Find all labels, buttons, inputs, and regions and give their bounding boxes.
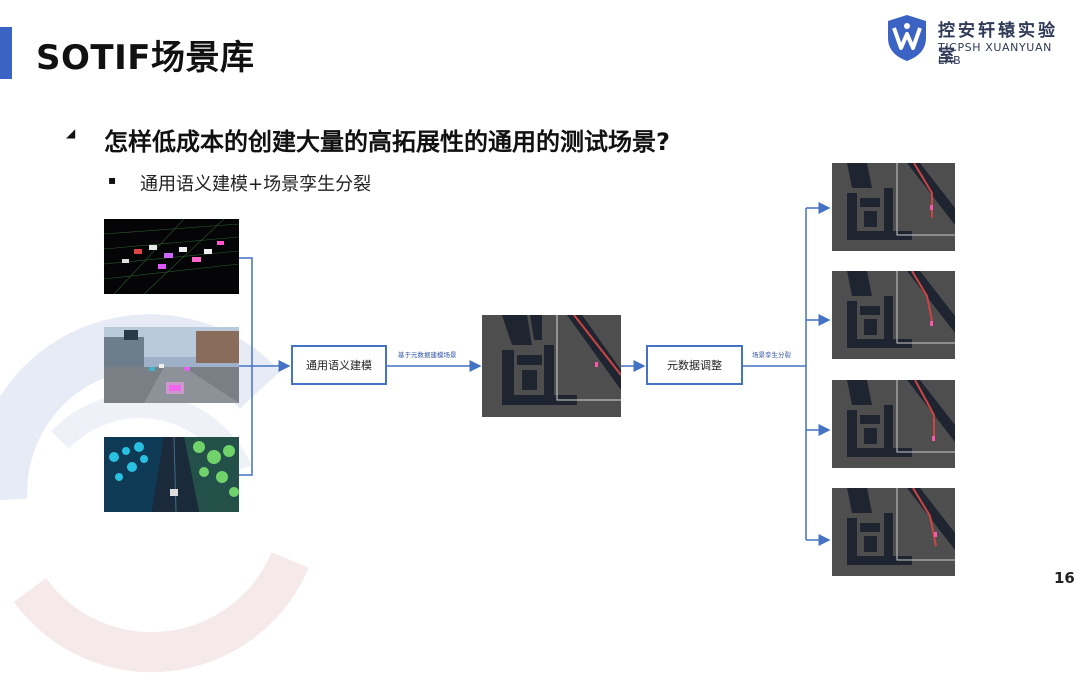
scene-variant-4: [832, 488, 955, 576]
square-bullet-icon: ▪: [108, 173, 117, 187]
street-camera-image: [104, 327, 239, 403]
title-accent-bar: [0, 27, 12, 79]
main-question: 怎样低成本的创建大量的高拓展性的通用的测试场景?: [104, 128, 670, 156]
shield-logo-icon: [888, 15, 926, 61]
arrow-label-twin-split: 场景孪生分裂: [752, 351, 791, 359]
triangle-bullet-icon: ◢: [66, 126, 76, 140]
scene-variant-2: [832, 271, 955, 359]
page-title: SOTIF场景库: [36, 38, 255, 78]
map-scene-image: [482, 315, 621, 417]
sub-bullet-text: 通用语义建模+场景孪生分裂: [140, 174, 372, 195]
metadata-adjust-label: 元数据调整: [667, 359, 722, 372]
lidar-road-image: [104, 437, 239, 512]
logo-name-cn: 控安轩辕实验室: [938, 21, 1058, 66]
metadata-adjust-box: 元数据调整: [646, 345, 743, 385]
scene-variant-1: [832, 163, 955, 251]
flow-connectors: [239, 202, 831, 546]
lab-logo: 控安轩辕实验室 TICPSH XUANYUAN LAB: [886, 14, 1076, 67]
logo-name-en: TICPSH XUANYUAN LAB: [938, 41, 1052, 67]
page-number: 16: [1054, 569, 1075, 587]
arrow-label-metadata-scene: 基于元数据建模场景: [398, 351, 457, 359]
scene-variant-3: [832, 380, 955, 468]
semantic-modeling-box: 通用语义建模: [291, 345, 387, 385]
pointcloud-traffic-image: [104, 219, 239, 294]
semantic-modeling-label: 通用语义建模: [306, 359, 372, 372]
